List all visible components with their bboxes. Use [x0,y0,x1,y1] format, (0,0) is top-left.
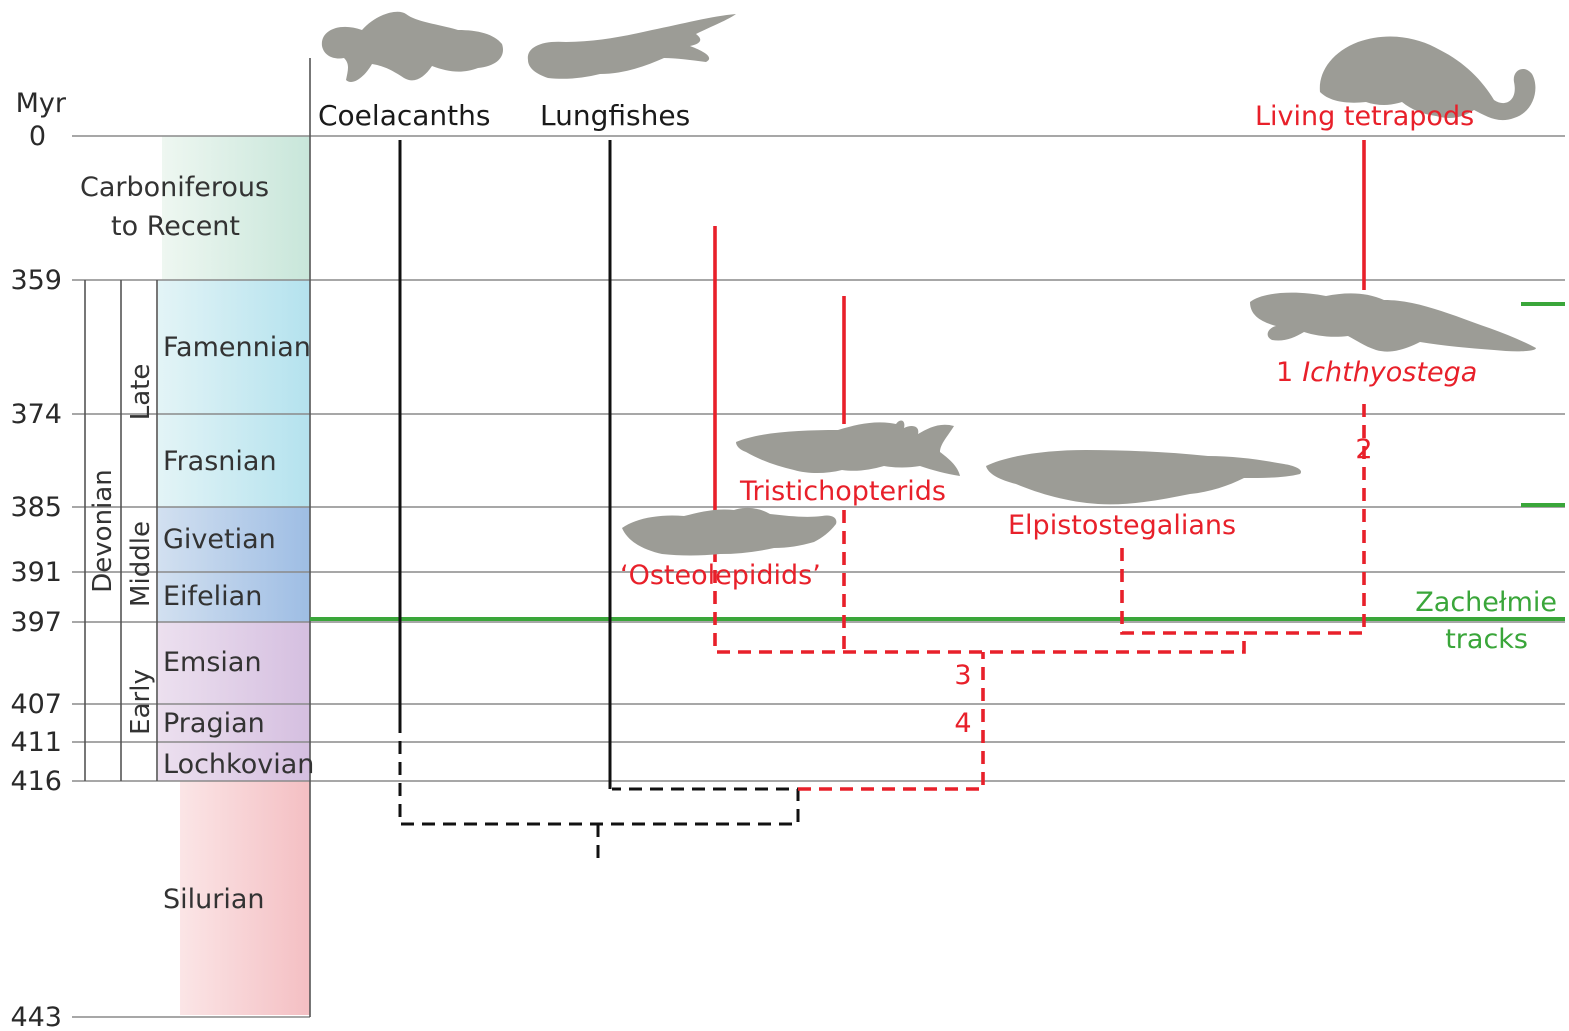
coelacanth-ghost-lineage [398,720,800,826]
tetrapodomorph-crown-bracket [713,398,1366,654]
period-label-carboniferous: Carboniferous [80,172,269,203]
tick-label-359: 359 [10,265,62,296]
osteolepidid-icon [622,507,837,556]
tick-label-391: 391 [10,557,62,588]
tick-label-411: 411 [10,727,62,758]
tick-label-385: 385 [10,492,62,523]
taxon-label-lungfishes: Lungfishes [540,99,690,132]
taxon-label-osteolepidids: ‘Osteolepidids’ [620,560,821,591]
band-late-devonian [158,280,310,507]
stage-label-pragian: Pragian [163,708,265,739]
period-label-devonian: Devonian [88,469,118,592]
ichthyostega-icon [1250,292,1536,352]
stage-label-emsian: Emsian [163,647,262,678]
tristichopterid-icon [736,420,960,476]
band-silurian [180,781,310,1015]
tick-label-0: 0 [29,121,46,152]
elpistostegalian-ghost-lineage [1120,548,1244,635]
epoch-label-early: Early [126,669,156,735]
node-label-3: 3 [954,660,971,691]
ichthyostega-name: Ichthyostega [1302,357,1477,388]
taxon-label-ichthyostega: 1 Ichthyostega [1276,357,1477,388]
period-label-recent: to Recent [111,211,240,242]
stage-label-lochkovian: Lochkovian [163,749,314,780]
tetrapodomorph-stem [798,652,985,791]
elpistostegalian-icon [986,450,1302,505]
tick-label-407: 407 [10,689,62,720]
taxon-label-coelacanths: Coelacanths [318,99,490,132]
epoch-label-late: Late [126,364,156,421]
period-label-silurian: Silurian [163,884,265,915]
axis-unit: Myr [16,88,67,119]
tick-label-416: 416 [10,766,62,797]
tracks-label-line2: tracks [1445,624,1528,655]
stage-label-givetian: Givetian [163,524,276,555]
epoch-label-middle: Middle [126,521,156,607]
tick-label-397: 397 [10,607,62,638]
node-label-4: 4 [954,708,971,739]
taxon-label-elpistostegalians: Elpistostegalians [1008,510,1236,541]
tick-label-374: 374 [10,399,62,430]
ichthyostega-number: 1 [1276,357,1293,388]
band-middle-devonian [158,507,310,622]
taxon-label-living-tetrapods: Living tetrapods [1255,101,1474,132]
tick-label-443: 443 [10,1002,62,1031]
coelacanth-icon [321,11,503,83]
taxon-label-tristichopterids: Tristichopterids [739,476,946,507]
tracks-label-line1: Zachełmie [1415,587,1557,618]
band-early-devonian [158,622,310,781]
band-carboniferous [162,136,310,280]
node-label-2: 2 [1355,434,1372,465]
salamander-icon [1319,36,1536,121]
stage-label-frasnian: Frasnian [163,446,277,477]
stage-label-eifelian: Eifelian [163,581,262,612]
stage-label-famennian: Famennian [163,332,311,363]
lungfish-icon [527,14,736,79]
